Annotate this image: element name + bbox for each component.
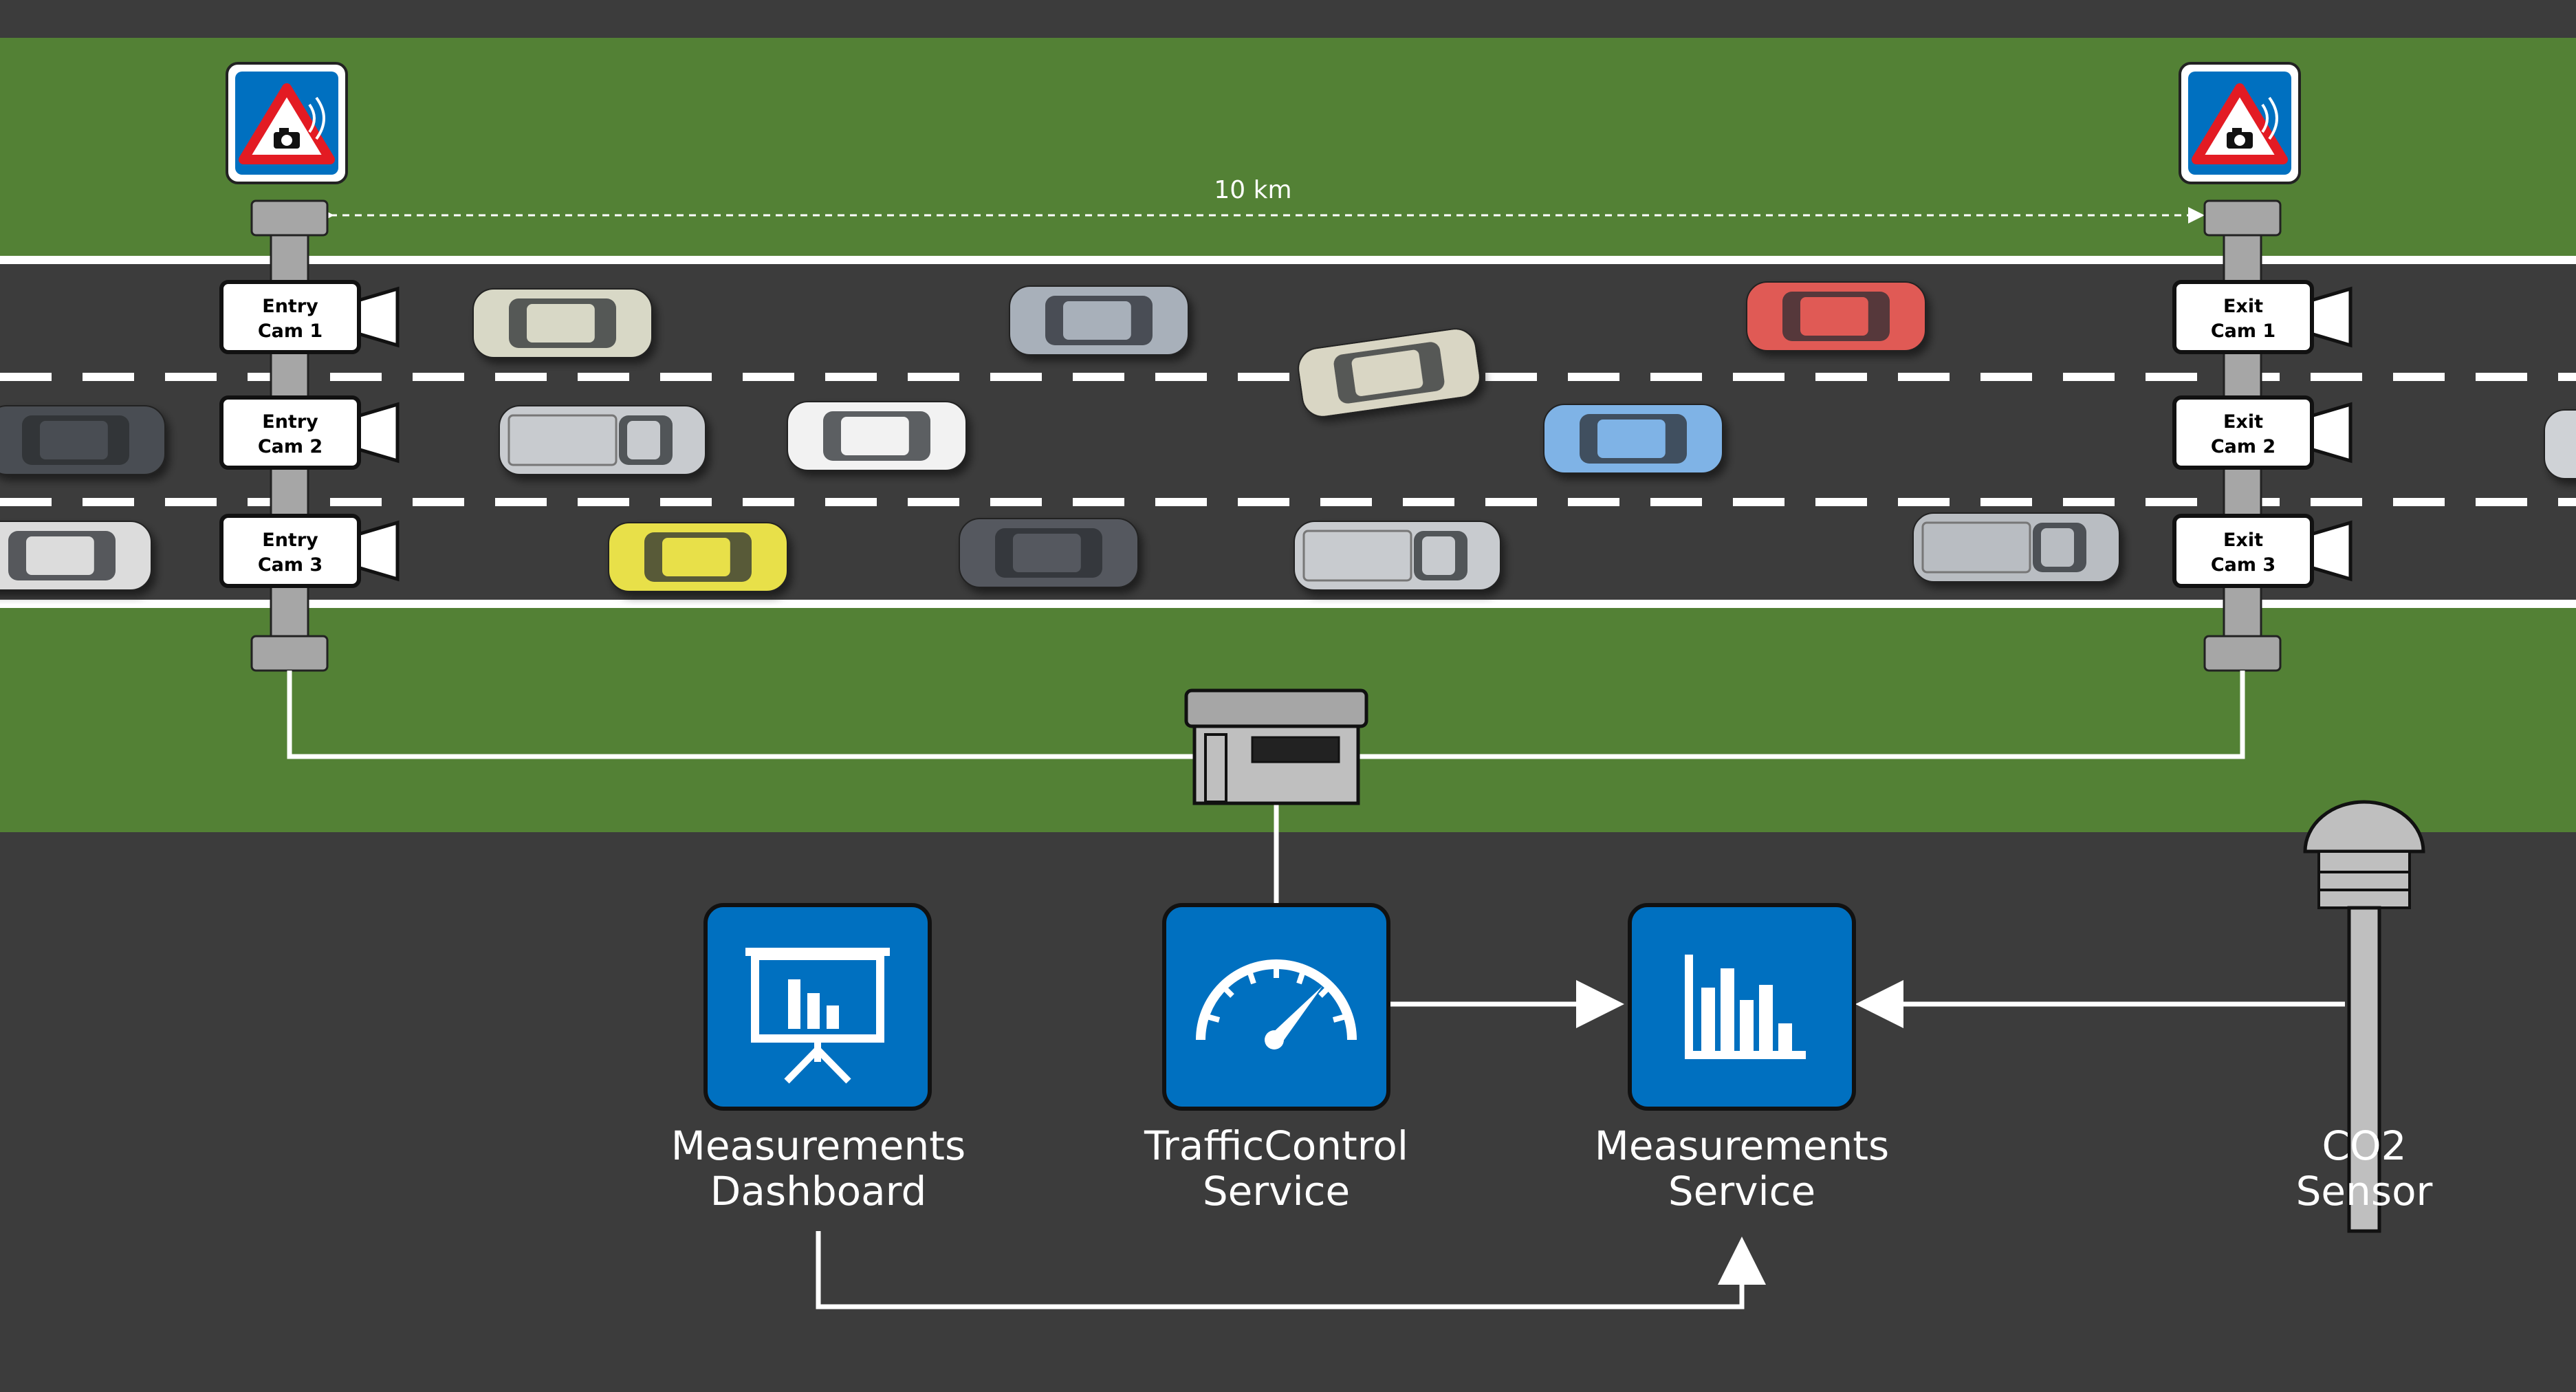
measurements-dashboard-node — [703, 903, 932, 1111]
highway — [0, 261, 2576, 605]
exit-gantry-connector — [1358, 671, 2245, 759]
entry-cam-3-line1: Entry — [262, 530, 318, 551]
car-suv — [959, 518, 1139, 588]
entry-gantry-cap-top — [250, 199, 329, 237]
traffic-control-node — [1162, 903, 1390, 1111]
sensor-label-line1: CO2 — [2322, 1122, 2406, 1169]
entry-camera-1: Entry Cam 1 — [219, 280, 400, 354]
entry-camera-3: Entry Cam 3 — [219, 514, 400, 588]
car-suv — [1543, 404, 1723, 474]
car-pickup — [1294, 521, 1501, 591]
exit-camera-2: Exit Cam 2 — [2172, 395, 2353, 470]
measurements-label-line2: Service — [1668, 1168, 1815, 1215]
car-hatch — [0, 521, 152, 591]
car-suv — [1746, 281, 1926, 351]
exit-gantry-cap-bottom — [2203, 635, 2282, 672]
distance-label: 10 km — [1214, 176, 1291, 204]
entry-cam-1-line1: Entry — [262, 296, 318, 317]
measurements-label-line1: Measurements — [1595, 1122, 1889, 1169]
exit-gantry-cap-top — [2203, 199, 2282, 237]
car-hatch — [1298, 328, 1481, 417]
speed-camera-warning-icon — [226, 62, 348, 184]
exit-cam-2-line1: Exit — [2223, 411, 2263, 433]
measurements-service-node — [1628, 903, 1856, 1111]
exit-cam-3-line1: Exit — [2223, 530, 2263, 551]
entry-camera-2: Entry Cam 2 — [219, 395, 400, 470]
entry-gantry-cap-bottom — [250, 635, 329, 672]
dashboard-label-line2: Dashboard — [710, 1168, 927, 1215]
car-suv — [1009, 285, 1189, 356]
exit-cam-2-line2: Cam 2 — [2211, 436, 2275, 457]
entry-gantry-connector — [287, 671, 1197, 759]
cars-layer — [0, 281, 2576, 592]
car-pickup — [1912, 512, 2120, 583]
road-edge-top — [0, 256, 2576, 264]
traffic-label-line1: TrafficControl — [1144, 1122, 1408, 1169]
car-hatch — [2544, 409, 2576, 479]
entry-cam-3-line2: Cam 3 — [258, 554, 323, 576]
exit-cam-1-line1: Exit — [2223, 296, 2263, 317]
car-hatch — [472, 288, 653, 358]
co2-sensor-icon — [2303, 800, 2425, 1233]
entry-cam-2-line2: Cam 2 — [258, 436, 323, 457]
exit-camera-1: Exit Cam 1 — [2172, 280, 2353, 354]
car-hatch — [608, 522, 788, 592]
bar-chart-icon — [1685, 955, 1806, 1059]
roadside-cabinet-icon — [1184, 688, 1368, 805]
entry-cam-1-line2: Cam 1 — [258, 320, 323, 342]
presentation-board-icon — [745, 948, 890, 1084]
entry-cam-2-line1: Entry — [262, 411, 318, 433]
road-edge-bottom — [0, 600, 2576, 608]
exit-camera-3: Exit Cam 3 — [2172, 514, 2353, 588]
dashboard-to-measurements-arrow — [816, 1231, 1766, 1309]
exit-cam-3-line2: Cam 3 — [2211, 554, 2275, 576]
speedometer-icon — [1196, 959, 1357, 1050]
exit-cam-1-line2: Cam 1 — [2211, 320, 2275, 342]
dashboard-label-line1: Measurements — [671, 1122, 965, 1169]
speed-camera-warning-icon — [2179, 62, 2301, 184]
sensor-label-line2: Sensor — [2296, 1168, 2433, 1215]
car-suv — [0, 405, 166, 475]
car-suv — [787, 401, 967, 471]
traffic-label-line2: Service — [1203, 1168, 1350, 1215]
car-pickup — [499, 405, 706, 475]
